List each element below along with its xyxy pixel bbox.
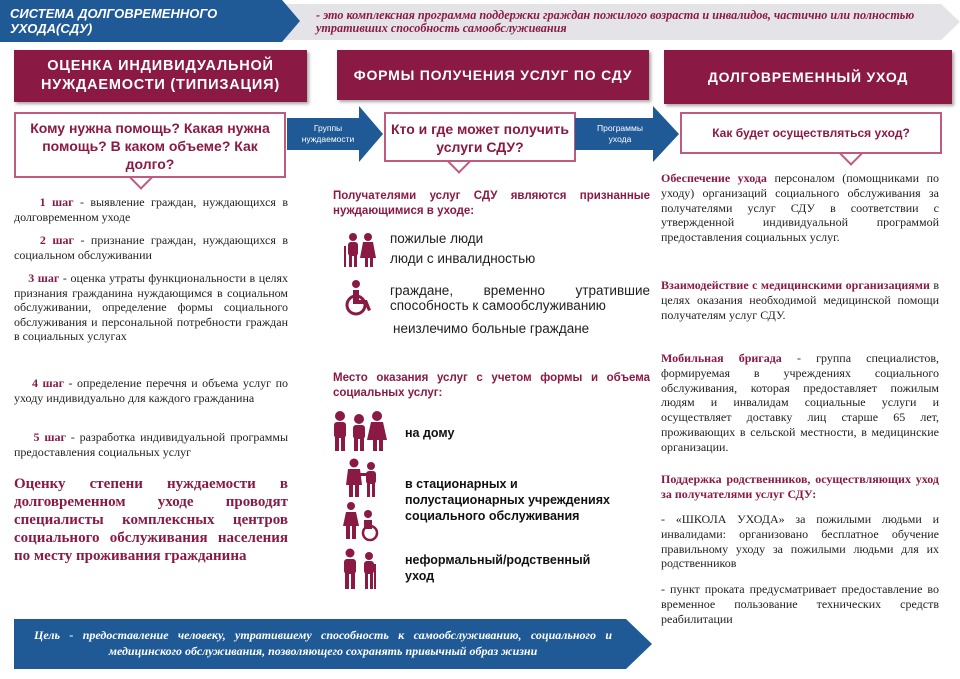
interaction-text: в целях оказания необходимой медицинской…	[661, 278, 940, 322]
relatives-care-icon	[344, 548, 376, 589]
arrow-programs: Программы ухода	[575, 106, 679, 162]
interaction-label: Взаимодействие с медицинскими организаци…	[661, 278, 930, 292]
section-header-long-term: ДОЛГОВРЕМЕННЫЙ УХОД	[664, 50, 952, 104]
stationary-care-icon	[343, 502, 379, 542]
recipient-item: граждане, временно утратившие способност…	[390, 283, 650, 313]
step-text: - выявление граждан, нуждающихся в долго…	[14, 195, 288, 224]
arrow-label: Группы нуждаемости	[301, 123, 355, 144]
section-header-assessment: ОЦЕНКА ИНДИВИДУАЛЬНОЙ НУЖДАЕМОСТИ (ТИПИЗ…	[14, 50, 307, 102]
caregiver-icon	[346, 458, 376, 497]
recipient-item: люди с инвалидностью	[390, 251, 536, 266]
step-text: - признание граждан, нуждающихся в социа…	[14, 233, 289, 262]
goal-banner: Цель - предоставление человеку, утративш…	[14, 619, 652, 669]
recipients-heading: Получателями услуг СДУ являются признанн…	[333, 190, 650, 217]
step-4: 4 шаг - определение перечня и объема усл…	[14, 376, 288, 405]
step-label: 2 шаг	[39, 233, 74, 247]
step-label: 1 шаг	[39, 195, 74, 209]
support-heading: Поддержка родственников, осуществляющих …	[661, 472, 939, 501]
mobile-text: группа специалистов, формируемая в учреж…	[661, 351, 940, 454]
place-item: в стационарных и полустационарных учрежд…	[405, 477, 610, 523]
care-label: Обеспечение ухода	[661, 171, 767, 185]
question-bubble-how: Как будет осуществляться уход?	[680, 112, 942, 154]
arrow-label: Программы ухода	[597, 123, 643, 144]
step-label: 5 шаг	[33, 430, 66, 444]
definition-text: - это комплексная программа поддержки гр…	[316, 8, 915, 35]
interaction-block: Взаимодействие с медицинскими организаци…	[661, 278, 939, 322]
place-item: на дому	[405, 426, 455, 440]
definition-banner: - это комплексная программа поддержки гр…	[258, 4, 960, 40]
bubble-text: Кто и где может получить услуги СДУ?	[391, 121, 569, 155]
bubble-text: Кому нужна помощь? Какая нужна помощь? В…	[30, 120, 270, 172]
step-label: 4 шаг	[31, 376, 65, 390]
place-item: неформальный/родственный уход	[405, 553, 591, 583]
care-text: персоналом (помощниками по уходу) органи…	[661, 171, 939, 245]
step-1: 1 шаг - выявление граждан, нуждающихся в…	[14, 195, 288, 224]
care-block: Обеспечение ухода персоналом (помощникам…	[661, 171, 939, 245]
step-2: 2 шаг - признание граждан, нуждающихся в…	[14, 233, 288, 262]
mobile-brigade-block: Мобильная бригада - группа специалистов,…	[661, 351, 939, 455]
wheelchair-icon	[345, 280, 371, 316]
title-banner: СИСТЕМА ДОЛГОВРЕМЕННОГО УХОДА(СДУ)	[0, 0, 300, 42]
step-text: - оценка утраты функциональности в целях…	[14, 271, 289, 343]
arrow-groups: Группы нуждаемости	[287, 106, 383, 162]
section-title: ДОЛГОВРЕМЕННЫЙ УХОД	[707, 69, 909, 85]
elderly-couple-icon	[344, 233, 376, 267]
step-label: 3 шаг	[28, 271, 60, 285]
section-title: ФОРМЫ ПОЛУЧЕНИЯ УСЛУГ ПО СДУ	[353, 67, 633, 83]
section-title: ОЦЕНКА ИНДИВИДУАЛЬНОЙ НУЖДАЕМОСТИ (ТИПИЗ…	[40, 58, 280, 93]
rental-block: - пункт проката предусматривает предоста…	[661, 582, 939, 626]
step-text: - определение перечня и объема услуг по …	[14, 376, 289, 405]
mobile-label: Мобильная бригада -	[661, 351, 801, 365]
school-block: - «ШКОЛА УХОДА» за пожилыми людьми и инв…	[661, 512, 939, 571]
bubble-text: Как будет осуществляться уход?	[712, 126, 910, 140]
question-bubble-who: Кому нужна помощь? Какая нужна помощь? В…	[14, 112, 286, 178]
home-care-family-icon	[334, 411, 387, 451]
goal-text: Цель - предоставление человеку, утративш…	[34, 628, 612, 658]
step-5: 5 шаг - разработка индивидуальной програ…	[14, 430, 288, 459]
place-heading: Место оказания услуг с учетом формы и об…	[333, 372, 650, 399]
assessment-note: Оценку степени нуждаемости в долговремен…	[14, 476, 288, 564]
recipient-item: неизлечимо больные граждане	[393, 321, 590, 336]
step-3: 3 шаг - оценка утраты функциональности в…	[14, 271, 288, 344]
section-header-forms: ФОРМЫ ПОЛУЧЕНИЯ УСЛУГ ПО СДУ	[337, 50, 649, 100]
recipient-item: пожилые люди	[390, 231, 484, 246]
question-bubble-where: Кто и где может получить услуги СДУ?	[384, 112, 576, 162]
step-text: - разработка индивидуальной программы пр…	[14, 430, 289, 459]
page-title: СИСТЕМА ДОЛГОВРЕМЕННОГО УХОДА(СДУ)	[10, 6, 218, 36]
